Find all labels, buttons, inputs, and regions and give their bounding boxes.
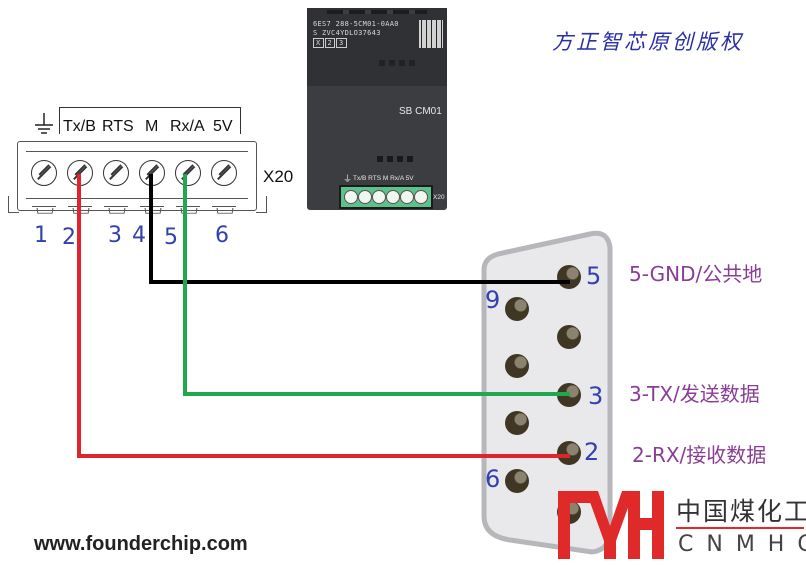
order-number: 6ES7 288-5CM01-0AA0 xyxy=(313,20,399,28)
signal-label-5v: 5V xyxy=(213,118,233,135)
pin-number-3: 3 xyxy=(108,223,122,248)
signal-label-rts: RTS xyxy=(102,118,134,135)
version-box: 2 xyxy=(324,38,336,48)
db9-pin-label-3: 3 xyxy=(588,382,604,410)
terminal-screw-2 xyxy=(67,160,93,186)
terminal-tooth xyxy=(104,206,128,215)
green-terminal-screw xyxy=(386,190,400,204)
green-terminal-screw xyxy=(400,190,414,204)
terminal-tooth xyxy=(176,206,200,215)
ground-icon xyxy=(35,113,53,134)
signal-tx-label: 3-TX/发送数据 xyxy=(629,382,760,406)
signal-label-txb: Tx/B xyxy=(63,118,96,135)
db9-pin-7 xyxy=(505,411,529,435)
db9-pin-6 xyxy=(505,469,529,493)
version-box: X xyxy=(313,38,324,48)
db9-pin-label-6: 6 xyxy=(485,465,501,493)
signal-rx-label: 2-RX/接收数据 xyxy=(632,443,767,467)
logo-divider xyxy=(676,527,804,529)
signal-label-rxa: Rx/A xyxy=(170,118,205,135)
terminal-block: Tx/B RTS M Rx/A 5V X20 1 2 3 4 5 6 xyxy=(0,0,300,250)
terminal-tooth xyxy=(68,206,92,215)
green-terminal-screw xyxy=(414,190,428,204)
terminal-screw-3 xyxy=(103,160,129,186)
db9-pin-label-5: 5 xyxy=(586,262,602,290)
green-terminal-screw xyxy=(372,190,386,204)
terminal-tooth xyxy=(32,206,56,215)
logo-name-cn: 中国煤化工 xyxy=(676,497,806,526)
website-text: www.founderchip.com xyxy=(34,533,248,555)
db9-pin-8 xyxy=(505,354,529,378)
serial-number: S ZVC4YDLO37643 xyxy=(313,29,381,37)
module-terminal-label: X20 xyxy=(433,194,445,201)
housing-foot-right xyxy=(256,196,267,213)
terminal-tooth xyxy=(140,206,164,215)
copyright-text: 方正智芯原创版权 xyxy=(552,30,744,54)
green-terminal-screw xyxy=(344,190,358,204)
module-green-terminal xyxy=(339,185,433,209)
cnmhg-logo: 中国煤化工 CNMHG xyxy=(558,486,806,565)
signal-bracket xyxy=(59,107,241,134)
green-terminal-screw xyxy=(358,190,372,204)
version-box: 3 xyxy=(336,38,347,48)
pin-number-5: 5 xyxy=(164,225,178,250)
terminal-tooth xyxy=(212,206,236,215)
module-vents xyxy=(327,10,427,14)
db9-pin-5 xyxy=(557,265,581,289)
status-leds-lower xyxy=(377,156,415,162)
db9-pin-3 xyxy=(557,383,581,407)
terminal-label-x20: X20 xyxy=(263,167,294,186)
signal-gnd-label: 5-GND/公共地 xyxy=(629,262,763,286)
pin-number-1: 1 xyxy=(34,223,48,248)
mh-logo-mark xyxy=(558,491,664,559)
pin-number-6: 6 xyxy=(215,223,229,248)
terminal-screw-4 xyxy=(139,160,165,186)
pin-number-2: 2 xyxy=(62,225,76,250)
terminal-screw-6 xyxy=(211,160,237,186)
terminal-screw-1 xyxy=(31,160,57,186)
module-name: SB CM01 xyxy=(399,106,442,117)
db9-pin-label-9: 9 xyxy=(485,286,501,314)
db9-pin-9 xyxy=(505,297,529,321)
db9-pin-2 xyxy=(557,441,581,465)
db9-pin-label-2: 2 xyxy=(584,438,600,466)
terminal-screw-5 xyxy=(175,160,201,186)
qr-code-icon xyxy=(419,20,443,48)
logo-name-en: CNMHG xyxy=(678,532,806,557)
housing-foot-left xyxy=(8,196,19,213)
signal-label-m: M xyxy=(145,118,159,135)
status-leds xyxy=(379,60,417,66)
pin-number-4: 4 xyxy=(132,223,146,248)
db9-pin-4 xyxy=(557,325,581,349)
module-ground-icon: ⏚ xyxy=(343,175,353,185)
module-terminal-signals: Tx/B RTS M Rx/A 5V xyxy=(353,175,414,182)
